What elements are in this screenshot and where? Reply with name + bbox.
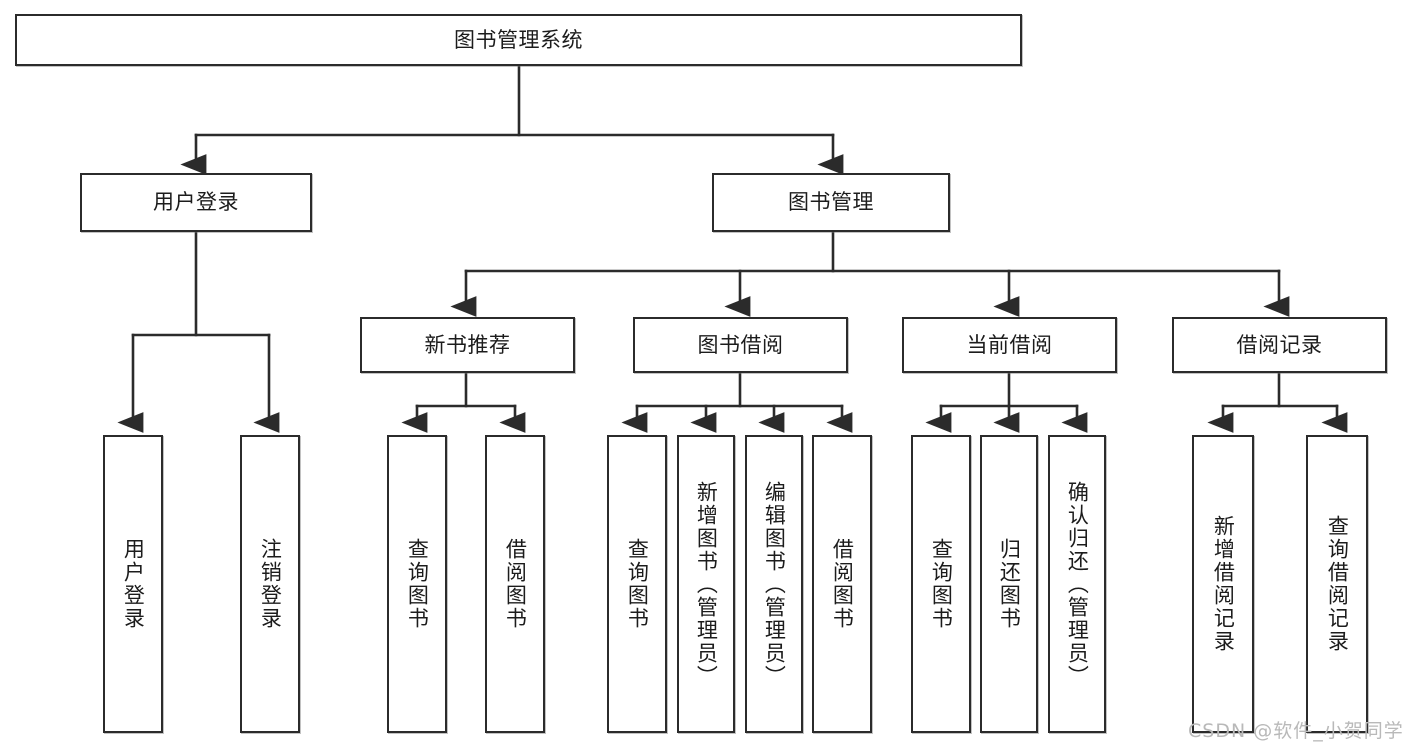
leaf-return-book-label: 归还图书 bbox=[997, 538, 1022, 630]
leaf-add-record[interactable]: 新增借阅记录 bbox=[1192, 435, 1254, 733]
leaf-query-book-3[interactable]: 查询图书 bbox=[911, 435, 971, 733]
leaf-query-book-3-label: 查询图书 bbox=[929, 538, 954, 630]
leaf-user-login-label: 用户登录 bbox=[121, 538, 146, 630]
node-current-borrow[interactable]: 当前借阅 bbox=[902, 317, 1117, 373]
node-root-label: 图书管理系统 bbox=[454, 27, 583, 52]
leaf-borrow-book-2-label: 借阅图书 bbox=[830, 538, 855, 630]
leaf-logout-label: 注销登录 bbox=[258, 538, 283, 630]
csdn-watermark: CSDN @软件_小贺同学 bbox=[1188, 720, 1404, 742]
node-user-login-label: 用户登录 bbox=[153, 190, 239, 215]
leaf-confirm-return[interactable]: 确认归还（管理员） bbox=[1048, 435, 1106, 733]
leaf-query-book-1[interactable]: 查询图书 bbox=[387, 435, 447, 733]
node-new-book-recommend-label: 新书推荐 bbox=[424, 332, 511, 357]
node-borrow-record[interactable]: 借阅记录 bbox=[1172, 317, 1387, 373]
leaf-query-record[interactable]: 查询借阅记录 bbox=[1306, 435, 1368, 733]
node-root[interactable]: 图书管理系统 bbox=[15, 14, 1022, 66]
node-current-borrow-label: 当前借阅 bbox=[966, 332, 1053, 357]
leaf-confirm-return-label: 确认归还（管理员） bbox=[1065, 480, 1090, 688]
leaf-borrow-book-2[interactable]: 借阅图书 bbox=[812, 435, 872, 733]
leaf-add-record-label: 新增借阅记录 bbox=[1211, 515, 1236, 653]
node-borrow-record-label: 借阅记录 bbox=[1236, 332, 1323, 357]
leaf-query-record-label: 查询借阅记录 bbox=[1325, 515, 1350, 653]
leaf-add-book[interactable]: 新增图书（管理员） bbox=[677, 435, 735, 733]
leaf-user-login[interactable]: 用户登录 bbox=[103, 435, 163, 733]
node-book-manage-label: 图书管理 bbox=[788, 190, 874, 215]
leaf-edit-book[interactable]: 编辑图书（管理员） bbox=[745, 435, 803, 733]
node-new-book-recommend[interactable]: 新书推荐 bbox=[360, 317, 575, 373]
leaf-borrow-book-1[interactable]: 借阅图书 bbox=[485, 435, 545, 733]
node-book-manage[interactable]: 图书管理 bbox=[712, 173, 950, 232]
leaf-return-book[interactable]: 归还图书 bbox=[980, 435, 1038, 733]
node-book-borrow[interactable]: 图书借阅 bbox=[633, 317, 848, 373]
node-user-login[interactable]: 用户登录 bbox=[80, 173, 312, 232]
leaf-query-book-1-label: 查询图书 bbox=[405, 538, 430, 630]
leaf-logout[interactable]: 注销登录 bbox=[240, 435, 300, 733]
leaf-add-book-label: 新增图书（管理员） bbox=[694, 480, 719, 688]
leaf-edit-book-label: 编辑图书（管理员） bbox=[762, 480, 787, 688]
leaf-borrow-book-1-label: 借阅图书 bbox=[503, 538, 528, 630]
leaf-query-book-2-label: 查询图书 bbox=[625, 538, 650, 630]
node-book-borrow-label: 图书借阅 bbox=[697, 332, 784, 357]
leaf-query-book-2[interactable]: 查询图书 bbox=[607, 435, 667, 733]
